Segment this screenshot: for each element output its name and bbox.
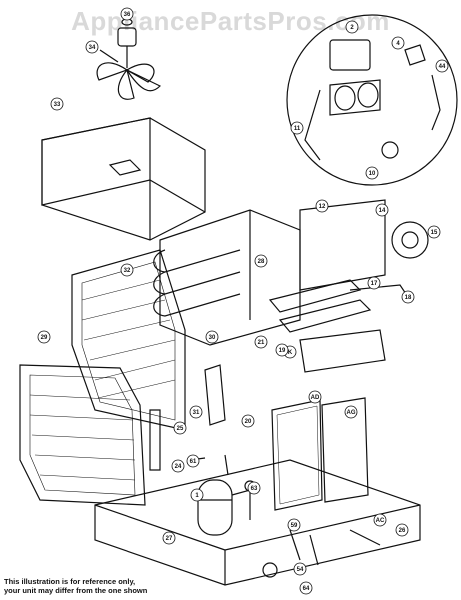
svg-text:4: 4 xyxy=(396,41,400,47)
fan-assembly xyxy=(96,18,162,100)
svg-text:18: 18 xyxy=(405,295,412,301)
svg-text:59: 59 xyxy=(291,523,298,529)
disclaimer-line-1: This illustration is for reference only, xyxy=(4,577,136,586)
callout-balloon: 33 xyxy=(50,97,64,111)
callout-balloon: 15 xyxy=(427,225,441,239)
svg-text:28: 28 xyxy=(258,259,265,265)
svg-text:AD: AD xyxy=(311,395,320,401)
svg-text:54: 54 xyxy=(297,567,304,573)
callout-balloon: AC xyxy=(373,513,387,527)
callout-balloon: AG xyxy=(344,405,358,419)
callout-balloon: 59 xyxy=(287,518,301,532)
callout-balloon: 30 xyxy=(205,330,219,344)
callout-balloon: 63 xyxy=(247,481,261,495)
svg-text:10: 10 xyxy=(369,171,376,177)
callout-balloon: 32 xyxy=(120,263,134,277)
svg-text:34: 34 xyxy=(89,45,96,51)
svg-text:63: 63 xyxy=(251,486,258,492)
callout-balloon: 10 xyxy=(365,166,379,180)
callout-balloon: 4 xyxy=(391,36,405,50)
svg-text:32: 32 xyxy=(124,268,131,274)
burner-assembly xyxy=(268,199,429,373)
callout-balloon: 36 xyxy=(120,7,134,21)
callout-balloon: 24 xyxy=(171,459,185,473)
callout-balloon: 28 xyxy=(254,254,268,268)
callout-balloon: 12 xyxy=(315,199,329,213)
svg-text:AG: AG xyxy=(347,410,356,416)
svg-text:26: 26 xyxy=(399,528,406,534)
gas-valve-inset xyxy=(286,14,458,186)
small-components xyxy=(149,364,381,578)
svg-text:K: K xyxy=(288,350,293,356)
svg-text:31: 31 xyxy=(193,410,200,416)
front-grille xyxy=(19,364,146,506)
callout-balloon: 27 xyxy=(162,531,176,545)
disclaimer-text: This illustration is for reference only,… xyxy=(4,577,254,595)
svg-text:17: 17 xyxy=(371,281,378,287)
callout-balloon: 20 xyxy=(241,414,255,428)
callout-balloon: 25 xyxy=(173,421,187,435)
callout-balloon: 11 xyxy=(290,121,304,135)
svg-text:24: 24 xyxy=(175,464,182,470)
callout-balloon: 64 xyxy=(299,581,313,595)
svg-text:64: 64 xyxy=(303,586,310,592)
svg-text:36: 36 xyxy=(124,12,131,18)
svg-text:12: 12 xyxy=(319,204,326,210)
filter-panels xyxy=(271,397,369,511)
disclaimer-line-2: your unit may differ from the one shown xyxy=(4,586,148,595)
callout-balloon: 31 xyxy=(189,405,203,419)
callout-balloon: 54 xyxy=(293,562,307,576)
compressor xyxy=(197,479,251,536)
svg-text:21: 21 xyxy=(258,340,265,346)
svg-text:19: 19 xyxy=(279,348,286,354)
callout-balloon: AD xyxy=(308,390,322,404)
callout-balloon: 44 xyxy=(435,59,449,73)
callout-balloon: 61 xyxy=(186,454,200,468)
callout-balloon: 26 xyxy=(395,523,409,537)
callout-balloon: 34 xyxy=(85,40,99,54)
svg-text:1: 1 xyxy=(195,493,199,499)
svg-text:25: 25 xyxy=(177,426,184,432)
callout-labels: 36 34 2 4 44 11 10 12 14 15 17 18 33 32 … xyxy=(37,7,449,595)
svg-text:15: 15 xyxy=(431,230,438,236)
svg-text:30: 30 xyxy=(209,335,216,341)
callout-balloon: 29 xyxy=(37,330,51,344)
svg-text:33: 33 xyxy=(54,102,61,108)
svg-text:27: 27 xyxy=(166,536,173,542)
callout-balloon: 2 xyxy=(345,20,359,34)
callout-balloon: 14 xyxy=(375,203,389,217)
svg-text:11: 11 xyxy=(294,126,301,132)
heat-exchanger xyxy=(153,209,301,346)
callout-balloon: 21 xyxy=(254,335,268,349)
svg-text:2: 2 xyxy=(350,25,354,31)
callout-balloon: 19 xyxy=(275,343,289,357)
svg-text:29: 29 xyxy=(41,335,48,341)
svg-text:AC: AC xyxy=(376,518,385,524)
callout-balloon: 17 xyxy=(367,276,381,290)
svg-text:20: 20 xyxy=(245,419,252,425)
svg-text:61: 61 xyxy=(190,459,197,465)
svg-text:14: 14 xyxy=(379,208,386,214)
control-box xyxy=(41,117,206,241)
callout-balloon: 18 xyxy=(401,290,415,304)
svg-text:44: 44 xyxy=(439,64,446,70)
callout-balloon: 1 xyxy=(190,488,204,502)
base-pan xyxy=(94,459,421,586)
